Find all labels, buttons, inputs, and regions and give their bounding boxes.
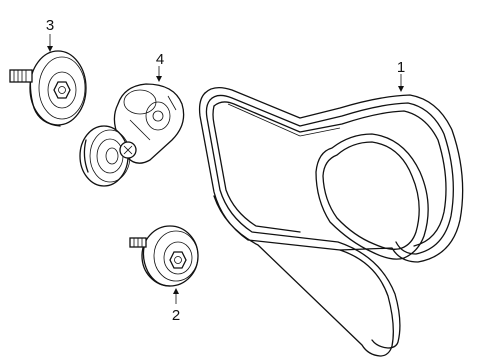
idler-pulley-lower bbox=[129, 225, 199, 287]
callout-idler-pulley-lower: 2 bbox=[172, 307, 180, 324]
idler-pulley-upper bbox=[9, 50, 87, 127]
belt-tensioner bbox=[79, 83, 185, 187]
leader-lines bbox=[47, 34, 404, 304]
callout-idler-pulley-upper: 3 bbox=[46, 17, 54, 34]
callout-tensioner: 4 bbox=[156, 51, 164, 68]
callout-belt: 1 bbox=[397, 59, 405, 76]
serpentine-belt bbox=[198, 86, 464, 357]
